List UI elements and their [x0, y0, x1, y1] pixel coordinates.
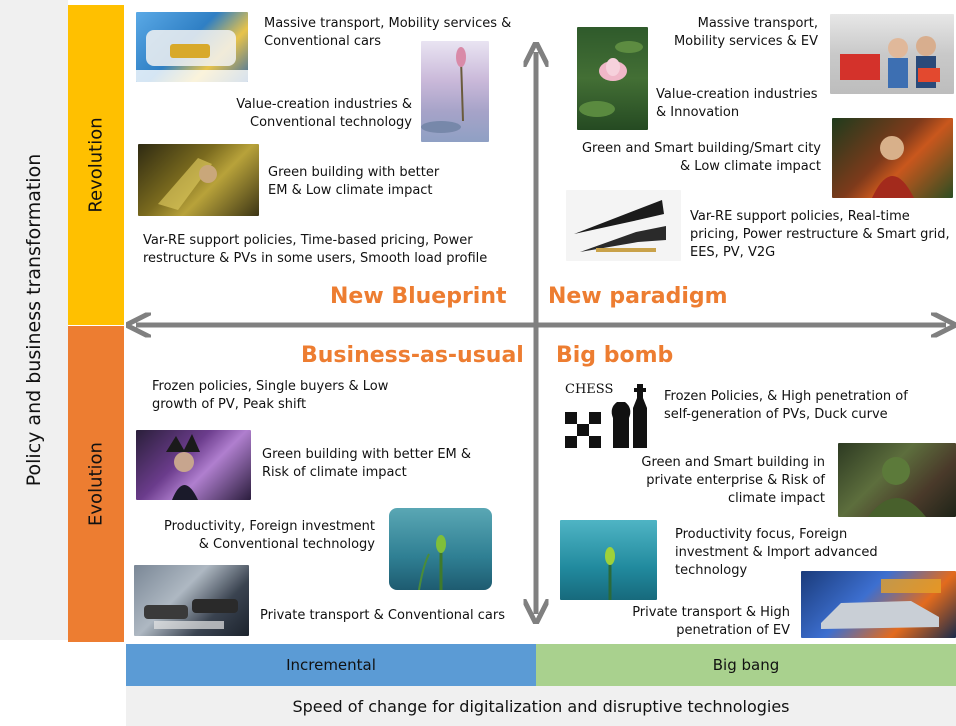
loki-photo — [138, 144, 259, 216]
big-bang-band: Big bang — [536, 644, 956, 686]
bl-transport-text: Private transport & Conventional cars — [260, 608, 505, 623]
incremental-label: Incremental — [286, 656, 376, 674]
br-policies-text: Frozen Policies, & High penetration of s… — [664, 389, 908, 422]
tl-policies-text: Var-RE support policies, Time-based pric… — [143, 233, 488, 266]
tr-building-text: Green and Smart building/Smart city & Lo… — [581, 141, 821, 174]
train-passengers-photo — [830, 14, 954, 94]
hulk-photo — [838, 443, 956, 517]
bl-building-text: Green building with better EM & Risk of … — [262, 447, 472, 480]
incremental-band: Incremental — [126, 644, 536, 686]
lotus-bud-photo — [421, 41, 489, 142]
tl-industries-text: Value-creation industries & Conventional… — [236, 97, 412, 130]
revolution-band: Revolution — [68, 5, 124, 325]
quadrant-business-as-usual: Business-as-usual — [301, 343, 524, 368]
back-to-the-future-photo — [801, 571, 956, 638]
underwater-plant-photo — [389, 508, 492, 590]
lotus-flower-photo — [577, 27, 648, 130]
vuvuzela-horns-photo — [566, 190, 681, 261]
tr-industries-text: Value-creation industries & Innovation — [656, 87, 818, 120]
tl-transport-text: Massive transport, Mobility services & C… — [264, 16, 512, 49]
x-axis-title-band: Speed of change for digitalization and d… — [126, 686, 956, 726]
tr-transport-text: Massive transport, Mobility services & E… — [673, 16, 818, 49]
br-transport-text: Private transport & High penetration of … — [632, 605, 790, 638]
furious-poster-photo — [134, 565, 249, 636]
quadrant-new-paradigm: New paradigm — [548, 284, 728, 309]
br-industries-text: Productivity focus, Foreign investment &… — [675, 527, 878, 578]
br-building-text: Green and Smart building in private ente… — [641, 455, 825, 506]
bl-industries-text: Productivity, Foreign investment & Conve… — [163, 519, 375, 552]
evolution-band: Evolution — [68, 326, 124, 642]
quadrant-new-blueprint: New Blueprint — [330, 284, 507, 309]
x-axis-title: Speed of change for digitalization and d… — [292, 696, 790, 716]
tl-building-text: Green building with better EM & Low clim… — [268, 165, 440, 198]
hela-photo — [136, 430, 251, 500]
underwater-sprout-photo — [560, 520, 657, 600]
bl-policies-text: Frozen policies, Single buyers & Low gro… — [152, 379, 389, 412]
bus-photo — [136, 12, 248, 82]
thor-photo — [832, 118, 953, 198]
chess-logo-text: CHESS — [565, 382, 614, 397]
big-bang-label: Big bang — [712, 656, 780, 674]
quadrant-big-bomb: Big bomb — [556, 343, 674, 368]
tr-policies-text: Var-RE support policies, Real-time prici… — [690, 209, 950, 260]
y-axis-title-band: Policy and business transformation — [0, 0, 68, 640]
chess-logo: CHESS — [563, 378, 655, 452]
